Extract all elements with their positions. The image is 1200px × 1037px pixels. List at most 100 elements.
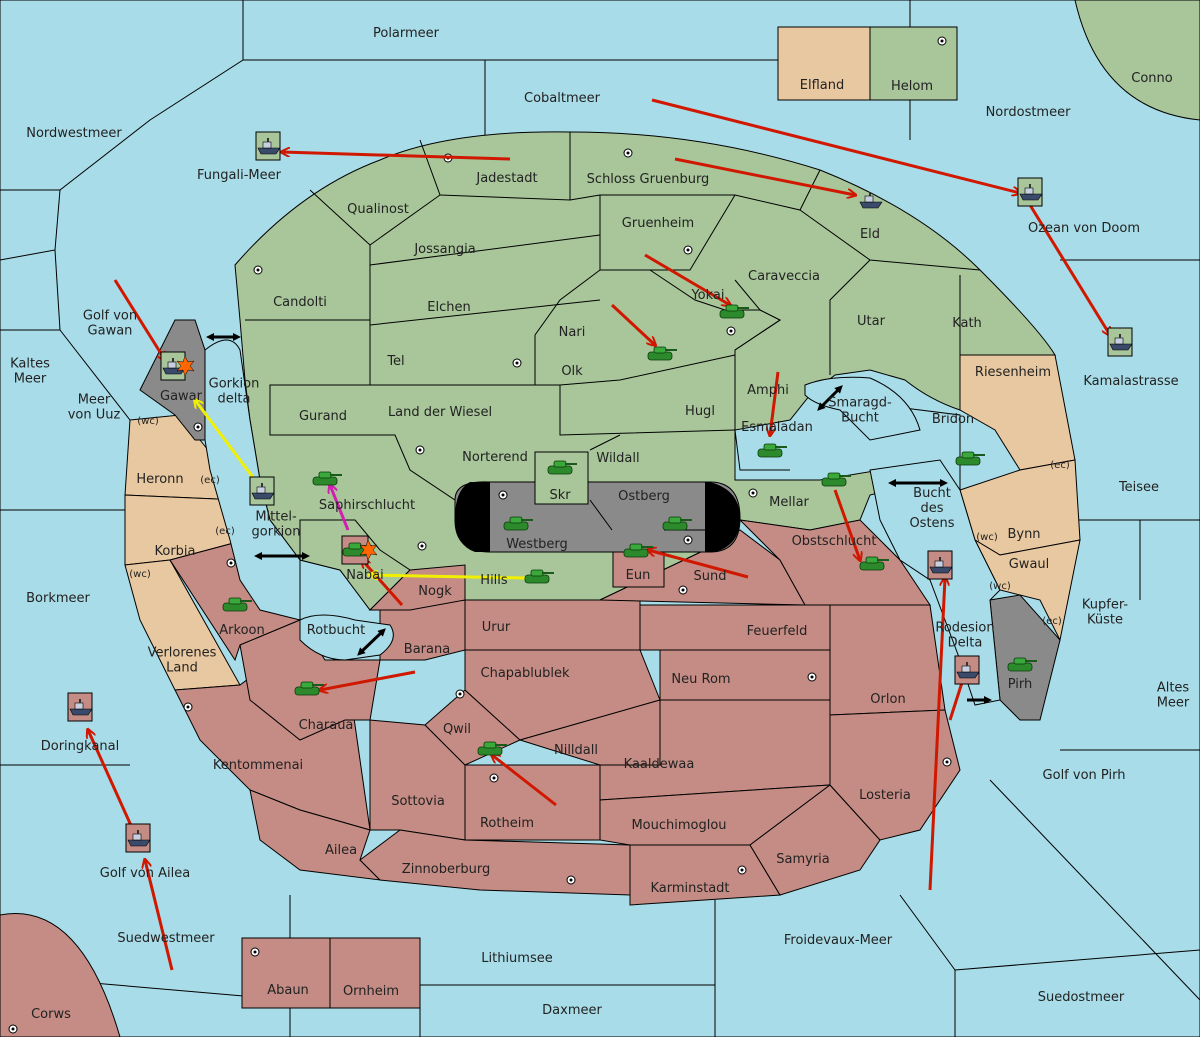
- label-utar: Utar: [857, 314, 886, 329]
- sc-korbia: [226, 558, 236, 568]
- label-esmaladan: Esmaladan: [741, 420, 813, 435]
- label-jadestadt: Jadestadt: [475, 171, 537, 186]
- sc-corws: [8, 1024, 18, 1034]
- sc-abaun: [250, 947, 260, 957]
- connection-arrow: [817, 385, 843, 411]
- region-nabai[interactable]: [299, 519, 411, 611]
- label-abaun: Abaun: [267, 983, 309, 998]
- label-karminstadt: Karminstadt: [650, 881, 729, 896]
- label-ec-bridon: (ec): [1050, 460, 1070, 471]
- label-helom: Helom: [891, 79, 933, 94]
- label-skr: Skr: [549, 488, 571, 503]
- label-fungali-meer: Fungali-Meer: [197, 168, 282, 183]
- label-kaaldewaa: Kaaldewaa: [624, 757, 695, 772]
- region-ornheim[interactable]: [329, 937, 421, 1009]
- label-polarmeer: Polarmeer: [373, 26, 440, 41]
- label-qwil: Qwil: [443, 722, 471, 737]
- label-hugl: Hugl: [685, 404, 715, 419]
- unit-fleet-ozean[interactable]: [1017, 177, 1043, 207]
- label-obstschlucht: Obstschlucht: [792, 534, 877, 549]
- unit-army-nabai[interactable]: [341, 535, 378, 565]
- label-charaua: Charaua: [299, 718, 354, 733]
- region-corws[interactable]: [0, 913, 121, 1037]
- label-mouchimoglou: Mouchimoglou: [631, 818, 726, 833]
- label-samyria: Samyria: [776, 852, 830, 867]
- region-losteria[interactable]: [829, 709, 961, 841]
- order-arrow: [370, 575, 526, 578]
- unit-fleet-kamala[interactable]: [1107, 327, 1133, 357]
- label-riesenheim: Riesenheim: [975, 365, 1051, 380]
- sc-nabai: [417, 541, 427, 551]
- region-samyria[interactable]: [749, 784, 881, 896]
- label-daxmeer: Daxmeer: [542, 1003, 602, 1018]
- order-arrow: [1028, 204, 1110, 335]
- label-olk: Olk: [561, 364, 583, 379]
- order-arrow: [648, 550, 749, 579]
- order-arrow: [610, 303, 655, 345]
- sc-neu-rom: [807, 672, 817, 682]
- label-kentommenai: Kentommenai: [213, 758, 303, 773]
- label-pirh: Pirh: [1008, 677, 1033, 692]
- label-wc-korbia: (wc): [129, 569, 151, 580]
- sc-schloss-gruenburg: [623, 148, 633, 158]
- label-ec-korbia: (ec): [215, 526, 235, 537]
- label-land-der-wiesel: Land der Wiesel: [388, 405, 492, 420]
- label-wc-gawar: (wc): [137, 416, 159, 427]
- unit-fleet-rodesion[interactable]: [954, 655, 980, 685]
- dislodged-icon: [176, 355, 195, 377]
- label-ec-heronn: (ec): [200, 475, 220, 486]
- order-arrow: [833, 489, 860, 560]
- order-arrow: [282, 152, 511, 161]
- order-arrow: [362, 560, 404, 606]
- label-amphi: Amphi: [747, 383, 789, 398]
- order-arrow: [770, 371, 780, 435]
- label-orlon: Orlon: [870, 692, 905, 707]
- region-elfland[interactable]: [777, 26, 871, 101]
- order-arrow: [492, 755, 557, 807]
- sc-norterend: [415, 445, 425, 455]
- label-elchen: Elchen: [427, 300, 470, 315]
- unit-fleet-fungali[interactable]: [255, 131, 281, 161]
- unit-fleet-golf-ailea[interactable]: [125, 823, 151, 853]
- unit-fleet-bucht[interactable]: [927, 550, 953, 580]
- label-barana: Barana: [404, 642, 450, 657]
- region-conno[interactable]: [1074, 0, 1200, 121]
- label-heronn: Heronn: [136, 472, 183, 487]
- label-borkmeer: Borkmeer: [26, 591, 90, 606]
- label-arkoon: Arkoon: [219, 623, 264, 638]
- label-conno: Conno: [1131, 71, 1173, 86]
- unit-fleet-mittelgorkion[interactable]: [249, 476, 275, 506]
- label-eun: Eun: [626, 568, 651, 583]
- order-arrow: [320, 670, 416, 690]
- label-gawar: Gawar: [160, 389, 203, 404]
- label-hills: Hills: [480, 573, 508, 588]
- label-lithiumsee: Lithiumsee: [481, 951, 552, 966]
- sc-sund: [678, 585, 688, 595]
- label-feuerfeld: Feuerfeld: [747, 624, 808, 639]
- label-nordostmeer: Nordostmeer: [986, 105, 1072, 120]
- region-central-mountains[interactable]: [454, 481, 741, 553]
- label-rotheim: Rotheim: [480, 816, 534, 831]
- label-urur: Urur: [482, 620, 511, 635]
- label-mittel-gorkion: Mittel-gorkion: [252, 510, 301, 540]
- label-kupfer-kueste: Kupfer-Küste: [1082, 598, 1128, 628]
- label-wc-bynn: (wc): [976, 532, 998, 543]
- label-qualinost: Qualinost: [347, 202, 409, 217]
- connection-arrow: [357, 628, 386, 656]
- unit-fleet-gawar[interactable]: [160, 351, 195, 381]
- unit-fleet-doringkanal[interactable]: [67, 692, 93, 722]
- sc-karminstadt: [737, 865, 747, 875]
- region-obstschlucht[interactable]: [738, 519, 931, 606]
- order-arrows: [88, 98, 1110, 971]
- label-corws: Corws: [31, 1007, 71, 1022]
- label-golf-von-pirh: Golf von Pirh: [1043, 768, 1126, 783]
- sc-kentommenai: [183, 702, 193, 712]
- sc-mellar: [748, 488, 758, 498]
